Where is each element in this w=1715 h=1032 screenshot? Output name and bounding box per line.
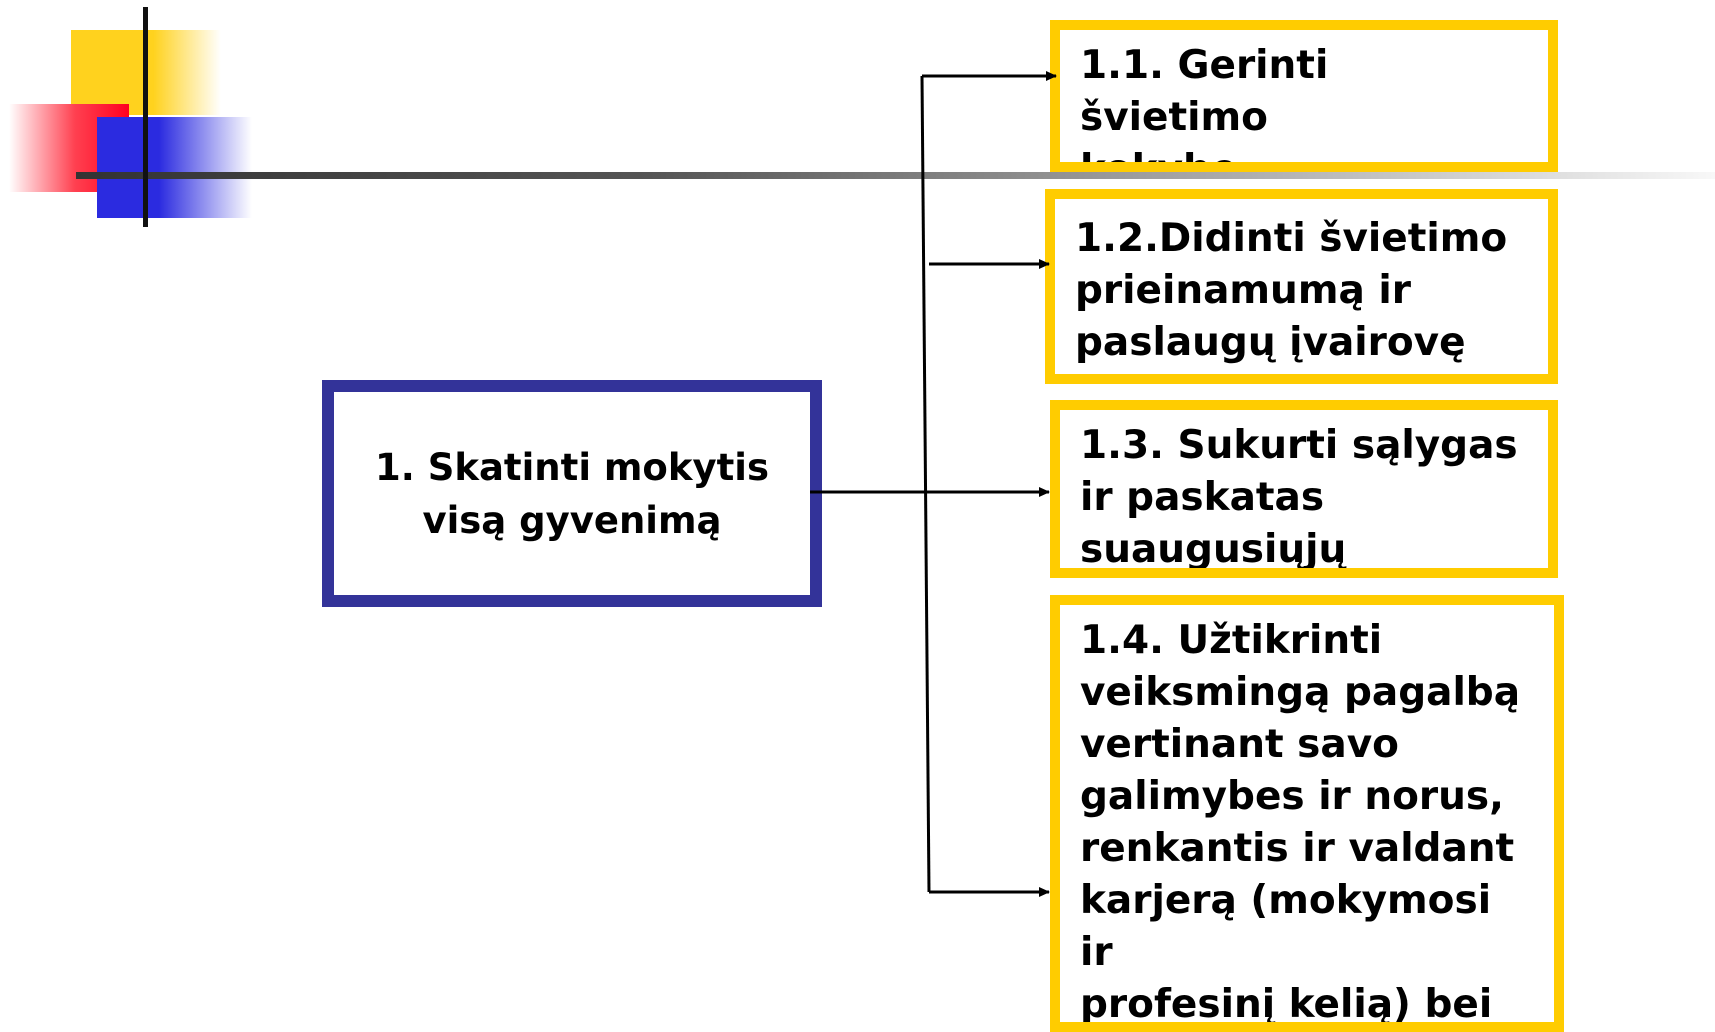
subgoal-label-1-4: 1.4. Užtikrinti veiksmingą pagalbą verti… (1080, 618, 1521, 1027)
goal-label: 1. Skatinti mokytis visą gyvenimą (375, 445, 769, 542)
subgoal-box-1-3: 1.3. Sukurti sąlygas ir paskatas suaugus… (1050, 400, 1558, 578)
decor-horizontal-rule (76, 172, 1715, 179)
decor-vertical-rule (143, 7, 148, 227)
subgoal-box-1-2: 1.2.Didinti švietimo prieinamumą ir pasl… (1045, 189, 1558, 384)
subgoal-box-1-1: 1.1. Gerinti švietimo kokybę (1050, 20, 1558, 172)
subgoal-box-1-4: 1.4. Užtikrinti veiksmingą pagalbą verti… (1050, 595, 1564, 1032)
subgoal-label-1-3: 1.3. Sukurti sąlygas ir paskatas suaugus… (1080, 423, 1518, 572)
goal-box-main: 1. Skatinti mokytis visą gyvenimą (322, 380, 822, 607)
subgoal-label-1-2: 1.2.Didinti švietimo prieinamumą ir pasl… (1075, 216, 1508, 365)
decor-blue-square (97, 117, 252, 218)
subgoal-label-1-1: 1.1. Gerinti švietimo kokybę (1080, 43, 1329, 172)
vertical-trunk-line (920, 75, 931, 893)
